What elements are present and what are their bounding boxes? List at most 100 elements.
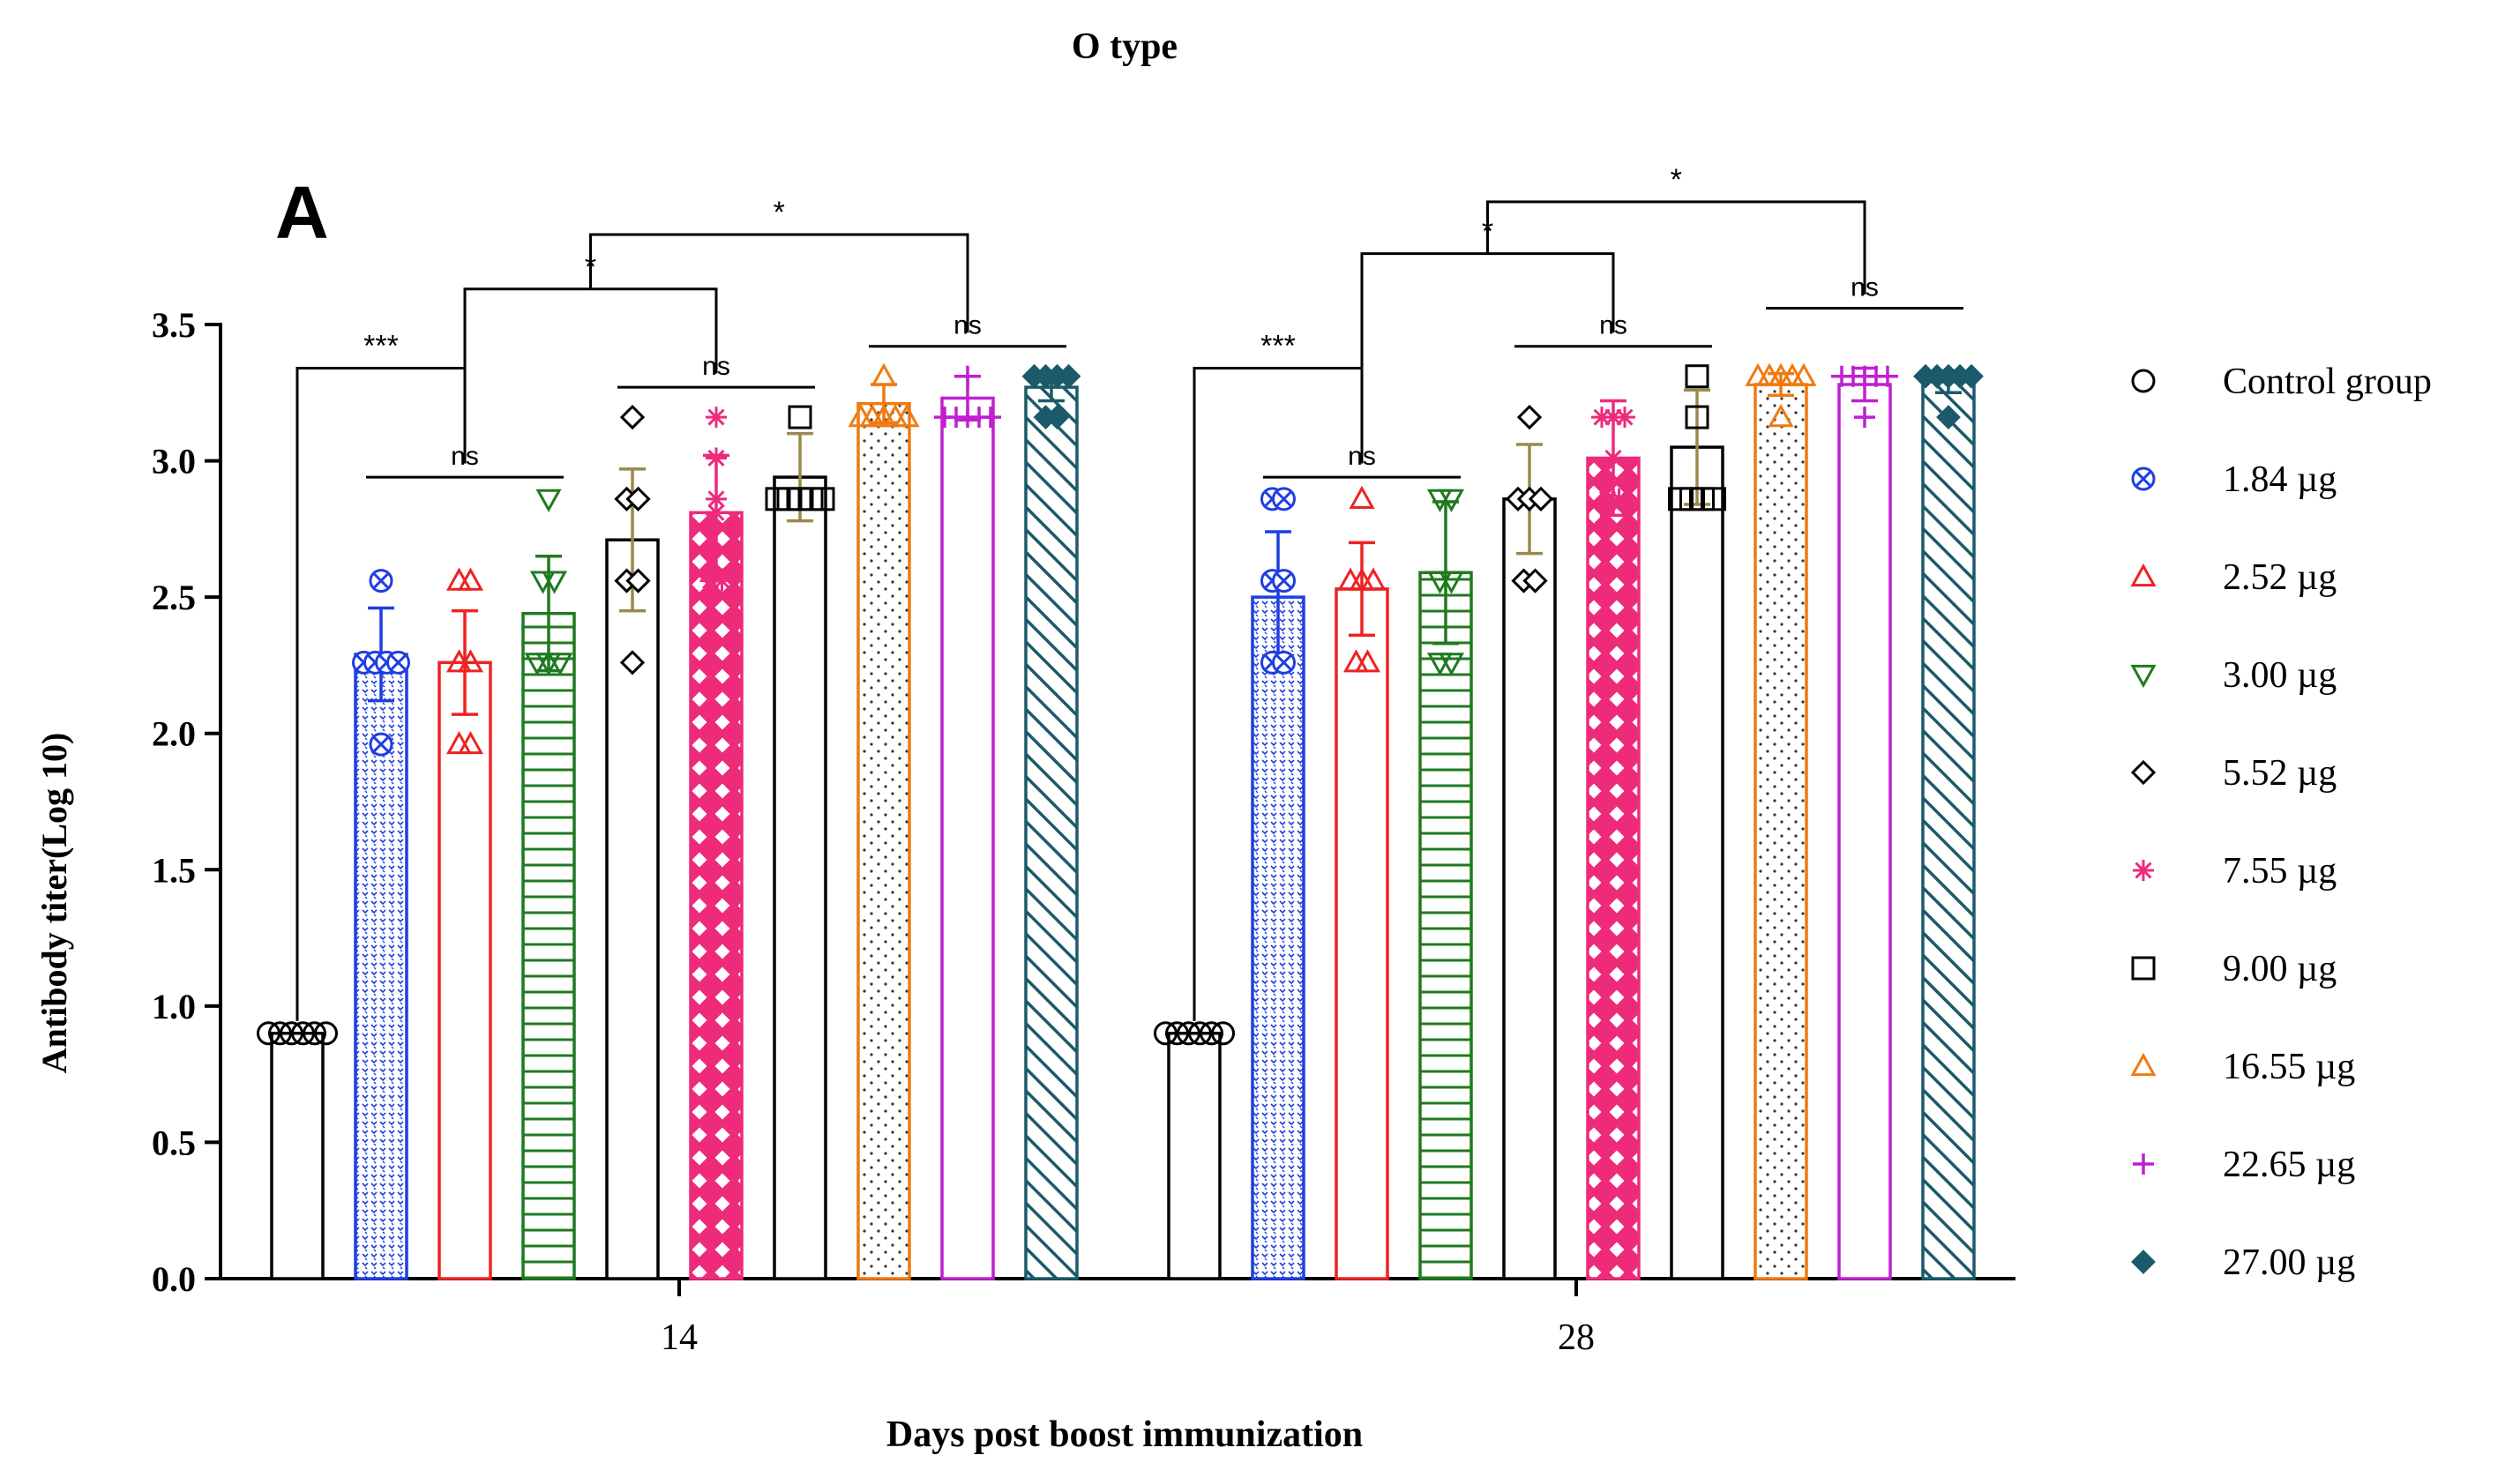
legend-label-1: 1.84 µg xyxy=(2223,459,2337,500)
legend-label-7: 16.55 µg xyxy=(2223,1047,2355,1087)
x-tick-label-14: 14 xyxy=(661,1317,698,1358)
point-day14-s3-1 xyxy=(541,571,568,594)
y-tick-label: 3.5 xyxy=(152,305,196,345)
point-day14-s4-0 xyxy=(619,650,646,675)
legend-item-8: 22.65 µg xyxy=(2133,1145,2355,1185)
point-day14-s5-0 xyxy=(706,488,727,510)
point-day14-s8-0 xyxy=(957,365,978,387)
legend-label-4: 5.52 µg xyxy=(2223,753,2337,794)
point-day14-s0-3 xyxy=(291,1021,315,1046)
point-day14-s3-2 xyxy=(547,653,573,676)
legend-marker-8 xyxy=(2133,1153,2154,1175)
point-day14-s5-0 xyxy=(706,447,727,469)
point-day28-s8-0 xyxy=(1854,407,1875,429)
bracket-1-2 xyxy=(1486,200,1866,295)
point-day28-s2-2 xyxy=(1360,567,1387,591)
bracket-1-1 xyxy=(1360,252,1615,369)
point-day28-s7-4 xyxy=(1791,362,1817,386)
point-day14-s6-4 xyxy=(811,487,835,511)
point-day14-s4-0 xyxy=(619,404,646,430)
point-day14-s2-1 xyxy=(457,730,484,755)
legend-item-3: 3.00 µg xyxy=(2130,655,2337,696)
bar-day14-s1 xyxy=(354,653,408,1280)
bar-day14-s5 xyxy=(689,511,744,1280)
point-day14-s3-0 xyxy=(535,489,562,512)
bar-day14-s2 xyxy=(437,660,492,1280)
bar-day14-s8 xyxy=(940,396,995,1280)
point-day14-s1-0 xyxy=(369,569,393,593)
legend-marker-9 xyxy=(2131,1250,2156,1274)
chart-title: O type xyxy=(1072,26,1178,67)
x-axis-title: Days post boost immunization xyxy=(886,1414,1363,1455)
legend-marker-6 xyxy=(2131,956,2156,981)
y-tick-label: 2.5 xyxy=(152,578,196,617)
point-day28-s5-0 xyxy=(1603,447,1624,469)
legend-label-6: 9.00 µg xyxy=(2223,949,2337,989)
y-tick-label: 3.0 xyxy=(152,442,196,481)
legend-item-5: 7.55 µg xyxy=(2133,851,2337,892)
legend-label-0: Control group xyxy=(2223,362,2432,402)
legend-item-0: Control group xyxy=(2131,362,2432,402)
point-day14-s0-4 xyxy=(303,1021,326,1046)
bar-day28-s7 xyxy=(1754,383,1808,1280)
point-day28-s2-1 xyxy=(1354,649,1381,673)
point-day28-s1-1 xyxy=(1272,569,1296,593)
point-day28-s5-2 xyxy=(1614,407,1635,429)
legend-item-7: 16.55 µg xyxy=(2130,1047,2355,1087)
bar-day28-s8 xyxy=(1837,383,1892,1280)
bracket-0-1 xyxy=(463,287,718,374)
point-day28-s3-1 xyxy=(1438,489,1465,512)
point-day14-s7-4 xyxy=(894,404,920,428)
point-day28-s4-2 xyxy=(1528,486,1554,511)
bracket-label-1-0: *** xyxy=(1260,329,1296,362)
legend-marker-1 xyxy=(2131,466,2156,491)
point-day28-s1-1 xyxy=(1272,650,1296,675)
point-day28-s5-0 xyxy=(1596,488,1619,510)
point-day28-s6-3 xyxy=(1702,487,1726,511)
point-day28-s9-4 xyxy=(1959,363,1984,389)
point-day28-s6-0 xyxy=(1685,405,1709,429)
x-tick-label-28: 28 xyxy=(1558,1317,1595,1358)
bar-day28-s6 xyxy=(1670,445,1724,1280)
point-day14-s9-1 xyxy=(1044,405,1070,430)
point-day14-s5-0 xyxy=(699,570,722,592)
y-tick-label: 1.0 xyxy=(152,987,196,1026)
point-day14-s0-1 xyxy=(268,1021,292,1046)
legend-item-2: 2.52 µg xyxy=(2130,557,2337,598)
point-day28-s0-1 xyxy=(1165,1021,1189,1046)
bar-day28-s2 xyxy=(1335,587,1389,1280)
point-day14-s0-2 xyxy=(280,1021,303,1046)
legend-label-5: 7.55 µg xyxy=(2223,851,2337,892)
bar-day28-s1 xyxy=(1251,595,1305,1280)
legend-marker-3 xyxy=(2130,664,2157,689)
point-day28-s0-0 xyxy=(1154,1021,1178,1046)
point-day14-s1-3 xyxy=(386,650,410,675)
point-day28-s5-0 xyxy=(1591,407,1612,429)
point-day28-s9-0 xyxy=(1936,405,1961,430)
point-day14-s9-3 xyxy=(1056,363,1081,389)
point-day14-s2-1 xyxy=(457,567,484,591)
bar-day14-s0 xyxy=(270,1032,325,1280)
point-day28-s0-2 xyxy=(1177,1021,1200,1046)
legend-label-8: 22.65 µg xyxy=(2223,1145,2355,1185)
point-day28-s0-4 xyxy=(1200,1021,1223,1046)
legend-label-9: 27.00 µg xyxy=(2223,1242,2355,1283)
legend-marker-4 xyxy=(2130,759,2157,786)
point-day28-s8-4 xyxy=(1877,365,1898,387)
point-day14-s6-0 xyxy=(788,405,812,429)
legend-item-6: 9.00 µg xyxy=(2131,949,2337,989)
legend-marker-0 xyxy=(2131,369,2156,393)
bar-day14-s9 xyxy=(1024,385,1079,1280)
point-day14-s7-0 xyxy=(871,362,897,386)
y-tick-label: 0.5 xyxy=(152,1123,196,1162)
y-tick-label: 1.5 xyxy=(152,850,196,890)
legend-marker-5 xyxy=(2133,860,2154,881)
bar-day28-s5 xyxy=(1586,456,1641,1280)
bracket-label-0-0: *** xyxy=(363,329,399,362)
point-day14-s4-1 xyxy=(625,568,651,593)
point-day28-s2-0 xyxy=(1349,485,1375,509)
legend-label-3: 3.00 µg xyxy=(2223,655,2337,696)
point-day28-s3-1 xyxy=(1438,653,1465,676)
bracket-0-0 xyxy=(295,366,467,1021)
